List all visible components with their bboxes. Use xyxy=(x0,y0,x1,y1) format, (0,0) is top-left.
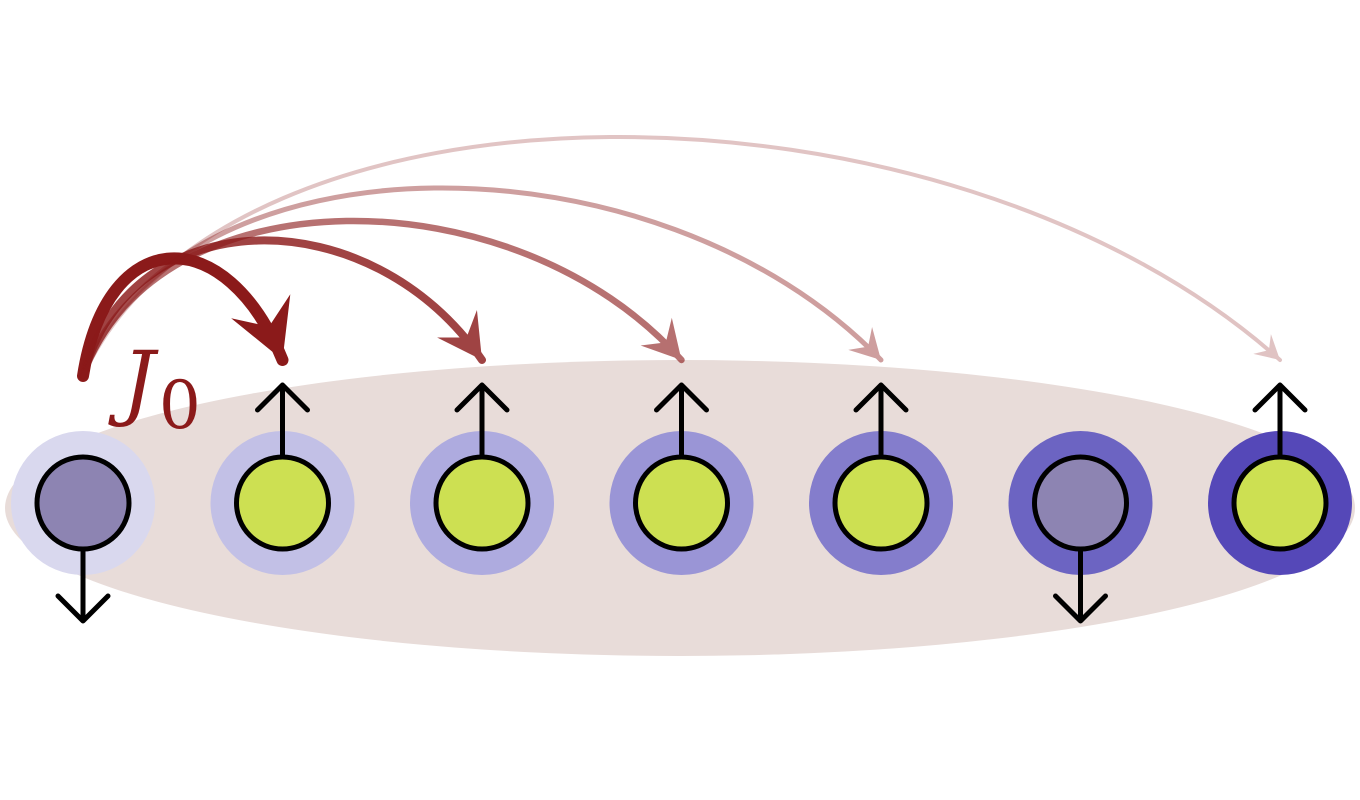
spin-down-arrow-icon xyxy=(55,546,111,624)
spin-up-arrow-icon xyxy=(255,382,310,460)
spin-site-1 xyxy=(11,431,155,624)
spin-up-arrow-icon xyxy=(1252,382,1308,460)
spin-down-particle xyxy=(1032,454,1129,552)
spin-down-particle xyxy=(34,454,132,552)
coupling-symbol: J xyxy=(108,335,159,430)
spin-up-particle xyxy=(633,454,730,552)
arrowhead-icon xyxy=(437,310,482,360)
coupling-arc-to-site-7 xyxy=(81,134,1282,378)
arrowhead-icon xyxy=(1253,334,1280,360)
spin-up-arrow-icon xyxy=(853,382,909,460)
spin-site-4 xyxy=(609,382,754,575)
spin-up-particle xyxy=(832,454,930,552)
coupling-label: J0 xyxy=(108,335,201,444)
coupling-arc xyxy=(79,236,486,380)
spin-up-particle xyxy=(234,454,331,552)
arrowhead-icon xyxy=(848,326,881,360)
spin-down-arrow-icon xyxy=(1053,546,1108,624)
spin-site-6 xyxy=(1008,431,1153,624)
coupling-arc-to-site-3 xyxy=(79,236,486,380)
spin-sites xyxy=(11,382,1352,624)
coupling-arc-to-site-4 xyxy=(79,217,685,380)
coupling-arc xyxy=(81,134,1282,378)
coupling-arrows xyxy=(77,134,1282,382)
spin-up-particle xyxy=(433,454,531,552)
arrowhead-icon xyxy=(231,294,291,360)
spin-site-2 xyxy=(210,382,355,575)
coupling-arc-to-site-5 xyxy=(80,185,884,379)
spin-site-3 xyxy=(410,382,554,575)
arrowhead-icon xyxy=(640,317,682,360)
coupling-subscript: 0 xyxy=(159,367,201,444)
coupling-arc xyxy=(79,217,685,380)
spin-up-arrow-icon xyxy=(454,382,510,460)
coupling-arc xyxy=(80,185,884,379)
spin-up-arrow-icon xyxy=(654,382,709,460)
spin-up-particle xyxy=(1231,454,1329,552)
spin-site-7 xyxy=(1208,382,1352,575)
spin-site-5 xyxy=(809,382,953,575)
